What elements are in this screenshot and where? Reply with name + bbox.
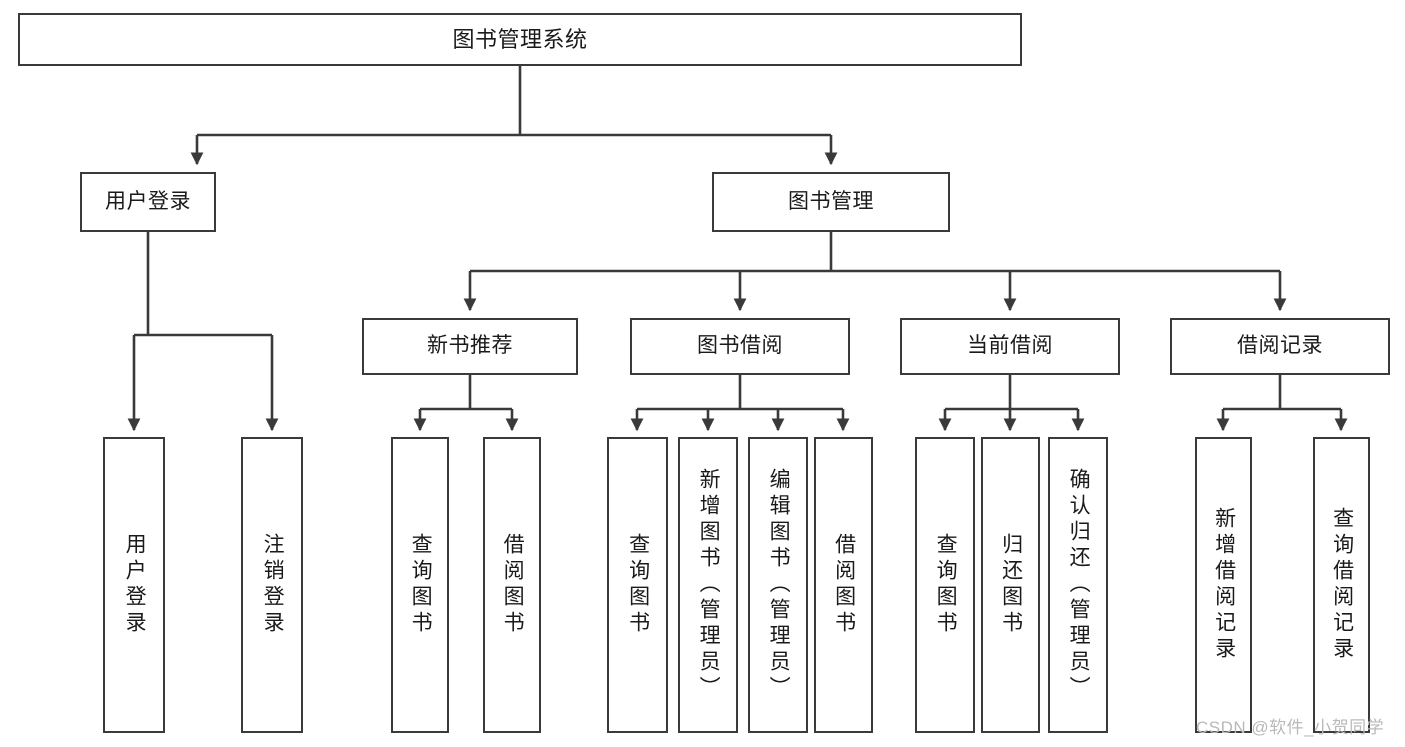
node-leaf-add-borrow-record[interactable]: 新增借阅记录: [1195, 437, 1252, 733]
node-new-book-recommend-label: 新书推荐: [427, 334, 513, 358]
node-borrow-record[interactable]: 借阅记录: [1170, 318, 1390, 375]
node-leaf-edit-book-label: 编辑图书（管理员）: [767, 468, 791, 702]
node-borrow-record-label: 借阅记录: [1237, 334, 1323, 358]
node-leaf-confirm-return[interactable]: 确认归还（管理员）: [1048, 437, 1108, 733]
node-leaf-borrow-book-2[interactable]: 借阅图书: [814, 437, 873, 733]
node-leaf-logout-login-label: 注销登录: [261, 533, 285, 637]
node-book-manage-label: 图书管理: [788, 189, 874, 213]
node-user-login-label: 用户登录: [105, 189, 191, 213]
node-leaf-add-book[interactable]: 新增图书（管理员）: [678, 437, 738, 733]
node-current-borrow-label: 当前借阅: [967, 334, 1053, 358]
node-leaf-query-borrow-record[interactable]: 查询借阅记录: [1313, 437, 1370, 733]
node-leaf-query-book-2[interactable]: 查询图书: [607, 437, 668, 733]
node-leaf-borrow-book-1-label: 借阅图书: [501, 533, 525, 637]
node-leaf-borrow-book-2-label: 借阅图书: [832, 533, 856, 637]
node-leaf-query-book-2-label: 查询图书: [626, 533, 650, 637]
node-leaf-add-borrow-record-label: 新增借阅记录: [1212, 507, 1236, 663]
node-user-login[interactable]: 用户登录: [80, 172, 216, 232]
node-leaf-return-book-label: 归还图书: [999, 533, 1023, 637]
node-book-borrow[interactable]: 图书借阅: [630, 318, 850, 375]
node-leaf-query-book-3[interactable]: 查询图书: [915, 437, 975, 733]
node-root[interactable]: 图书管理系统: [18, 13, 1022, 66]
node-current-borrow[interactable]: 当前借阅: [900, 318, 1120, 375]
node-leaf-query-book-3-label: 查询图书: [934, 533, 958, 637]
node-leaf-return-book[interactable]: 归还图书: [981, 437, 1040, 733]
node-new-book-recommend[interactable]: 新书推荐: [362, 318, 578, 375]
node-leaf-edit-book[interactable]: 编辑图书（管理员）: [748, 437, 808, 733]
node-root-label: 图书管理系统: [452, 26, 588, 52]
node-leaf-confirm-return-label: 确认归还（管理员）: [1067, 468, 1091, 702]
node-book-manage[interactable]: 图书管理: [712, 172, 950, 232]
node-leaf-query-borrow-record-label: 查询借阅记录: [1330, 507, 1354, 663]
node-leaf-user-login[interactable]: 用户登录: [103, 437, 165, 733]
csdn-watermark: CSDN @软件_小贺同学: [1196, 718, 1385, 737]
node-leaf-add-book-label: 新增图书（管理员）: [697, 468, 721, 702]
node-leaf-borrow-book-1[interactable]: 借阅图书: [483, 437, 541, 733]
node-book-borrow-label: 图书借阅: [697, 334, 783, 358]
node-leaf-user-login-label: 用户登录: [123, 533, 147, 637]
node-leaf-query-book-1-label: 查询图书: [409, 533, 433, 637]
node-leaf-logout-login[interactable]: 注销登录: [241, 437, 303, 733]
node-leaf-query-book-1[interactable]: 查询图书: [391, 437, 449, 733]
